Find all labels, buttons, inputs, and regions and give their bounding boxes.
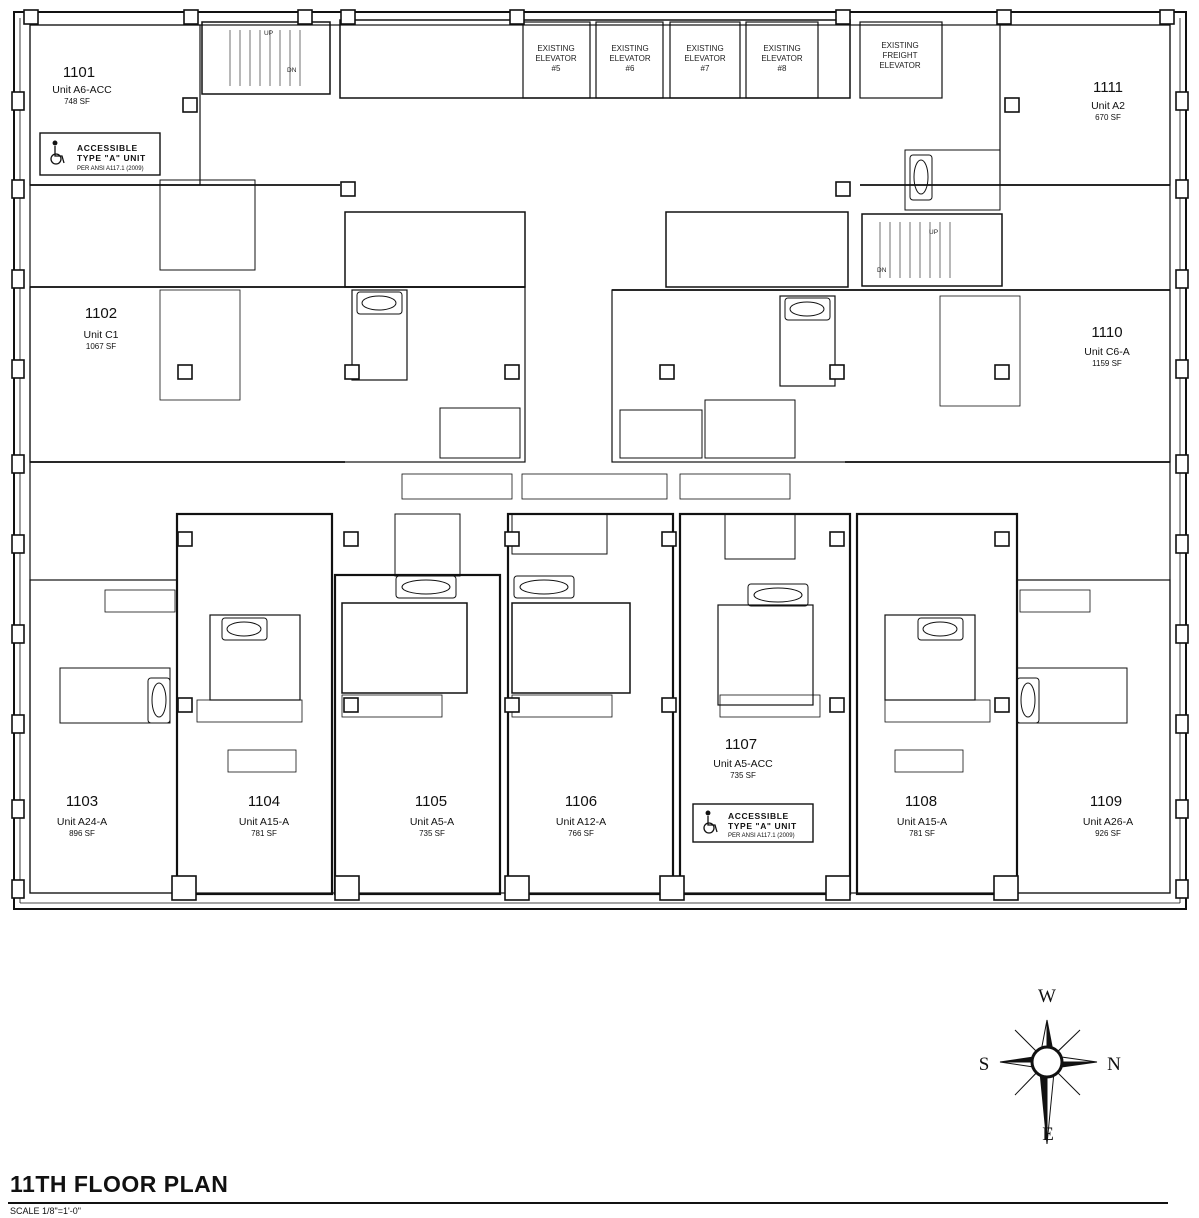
unit-1101-number: 1101 (63, 64, 95, 81)
elevator-5-label-1: EXISTING (537, 44, 574, 53)
compass-west-label: W (1038, 986, 1056, 1007)
wheelchair-icon (50, 140, 65, 165)
elevator-6-label-1: EXISTING (611, 44, 648, 53)
elevator-8-label-2: ELEVATOR (761, 54, 803, 63)
unit-1109-outline (1016, 579, 1171, 894)
unit-1106-area: 766 SF (568, 829, 594, 838)
elevator-8-label-1: EXISTING (763, 44, 800, 53)
unit-1107-type: Unit A5-ACC (713, 758, 773, 770)
unit-1111-area: 670 SF (1095, 113, 1121, 122)
corridor-upper (344, 211, 526, 288)
unit-1109-number: 1109 (1090, 793, 1122, 810)
corridor-skylight (401, 473, 513, 500)
unit-1104-area: 781 SF (251, 829, 277, 838)
compass-rose: W E S N (979, 986, 1121, 1145)
elevator-core (339, 19, 851, 99)
unit-1101-area: 748 SF (64, 97, 90, 106)
unit-1107-area: 735 SF (730, 771, 756, 780)
accessible-badge-line-2: TYPE "A" UNIT (77, 153, 146, 163)
unit-1111-number: 1111 (1093, 79, 1123, 96)
structural-columns (11, 9, 1189, 901)
unit-1105-type: Unit A5-A (410, 816, 454, 828)
unit-1103-outline (29, 579, 178, 894)
unit-1109-type: Unit A26-A (1083, 816, 1133, 828)
elevator-7-label-1: EXISTING (686, 44, 723, 53)
unit-1106-type: Unit A12-A (556, 816, 606, 828)
elevator-shaft (859, 21, 943, 99)
accessible-badge-line-1: ACCESSIBLE (77, 143, 138, 153)
unit-1108-area: 781 SF (909, 829, 935, 838)
unit-1108-number: 1108 (905, 793, 937, 810)
unit-1105-area: 735 SF (419, 829, 445, 838)
wheelchair-icon (703, 810, 718, 834)
unit-1106-number: 1106 (565, 793, 597, 810)
building-outline (13, 11, 1187, 910)
plan-scale: SCALE 1/8"=1'-0" (10, 1206, 81, 1216)
unit-1108-outline (855, 512, 1019, 896)
elevator-7-label-2: ELEVATOR (684, 54, 726, 63)
elevator-6-label-3: #6 (626, 64, 635, 73)
corridor-skylight (679, 473, 791, 500)
unit-1105-outline (333, 573, 502, 896)
title-divider (8, 1202, 1168, 1204)
accessible-badge-1107: ACCESSIBLE TYPE "A" UNIT PER ANSI A117.1… (692, 803, 814, 843)
freight-elevator-label-1: EXISTING (881, 41, 918, 50)
elevator-5-label-3: #5 (552, 64, 561, 73)
unit-1110-number: 1110 (1091, 324, 1122, 341)
corridor-skylight (521, 473, 668, 500)
accessible-badge-line-2: TYPE "A" UNIT (728, 821, 797, 831)
unit-1101-type: Unit A6-ACC (52, 84, 112, 96)
elevator-8-label-3: #8 (778, 64, 787, 73)
compass-north-label: N (1107, 1054, 1121, 1075)
unit-1110-type: Unit C6-A (1084, 346, 1130, 358)
unit-1103-number: 1103 (66, 793, 98, 810)
compass-east-label: E (1042, 1124, 1054, 1145)
unit-1103-type: Unit A24-A (57, 816, 107, 828)
stair-west (201, 21, 331, 95)
compass-star-icon (999, 1019, 1098, 1145)
accessible-badge-line-1: ACCESSIBLE (728, 811, 789, 821)
unit-1102-number: 1102 (85, 305, 117, 322)
building-inner-wall (29, 24, 1171, 894)
unit-1108-type: Unit A15-A (897, 816, 947, 828)
accessible-badge-line-3: PER ANSI A117.1 (2009) (77, 166, 144, 172)
unit-1110-area: 1159 SF (1092, 359, 1122, 368)
elevator-5-label-2: ELEVATOR (535, 54, 577, 63)
stair-east-down-label: DN (877, 267, 887, 274)
freight-elevator-label-2: FREIGHT (882, 51, 917, 60)
unit-1103-area: 896 SF (69, 829, 95, 838)
stair-east-up-label: UP (929, 229, 938, 236)
unit-1110-outline (611, 289, 1171, 463)
compass-south-label: S (979, 1054, 990, 1075)
freight-elevator-label-3: ELEVATOR (879, 61, 921, 70)
elevator-labels: EXISTING ELEVATOR #5 EXISTING ELEVATOR #… (535, 41, 921, 73)
elevator-6-label-2: ELEVATOR (609, 54, 651, 63)
unit-1107-number: 1107 (725, 736, 757, 753)
unit-labels: 1101 Unit A6-ACC 748 SF 1102 Unit C1 106… (52, 64, 1133, 838)
unit-1105-number: 1105 (415, 793, 447, 810)
unit-1104-number: 1104 (248, 793, 280, 810)
unit-1109-area: 926 SF (1095, 829, 1121, 838)
stair-west-down-label: DN (287, 67, 297, 74)
plan-title: 11TH FLOOR PLAN (10, 1171, 229, 1197)
unit-1111-outline (999, 24, 1171, 186)
unit-1102-area: 1067 SF (86, 342, 116, 351)
elevator-shaft (595, 21, 664, 99)
stair-west-up-label: UP (264, 30, 273, 37)
corridor-upper (665, 211, 849, 288)
elevator-shaft (745, 21, 819, 99)
stair-east (861, 213, 1003, 287)
accessible-badge-1101: ACCESSIBLE TYPE "A" UNIT PER ANSI A117.1… (39, 132, 161, 176)
unit-1104-type: Unit A15-A (239, 816, 289, 828)
unit-1102-type: Unit C1 (83, 329, 118, 341)
elevator-shaft (669, 21, 741, 99)
elevator-7-label-3: #7 (701, 64, 710, 73)
elevator-shaft (522, 21, 591, 99)
unit-1111-type: Unit A2 (1091, 100, 1125, 112)
accessible-badge-line-3: PER ANSI A117.1 (2009) (728, 833, 795, 839)
